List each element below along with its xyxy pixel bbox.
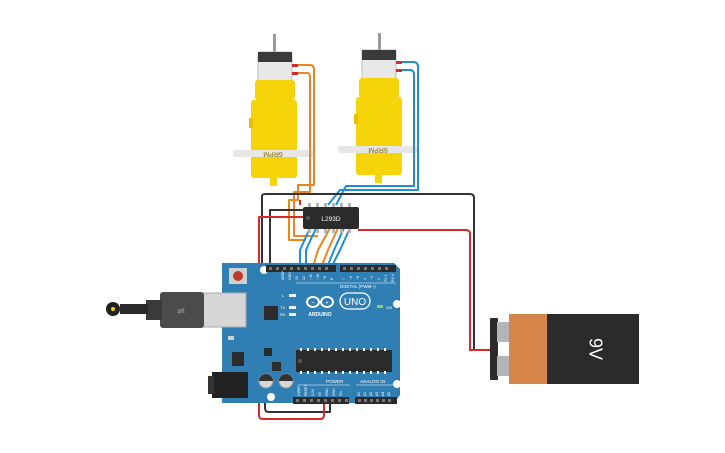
pin-label-gnd-1: GND	[325, 388, 329, 396]
pin-label-gnd-2: GND	[332, 388, 336, 396]
pin-label-11: ~11	[309, 274, 313, 280]
digital-label: DIGITAL (PWM~)	[340, 284, 376, 289]
led-label-l: L	[282, 293, 285, 298]
power-label: POWER	[326, 379, 344, 384]
motor-gearbox-top	[255, 80, 295, 100]
pin-label-13: 13	[295, 276, 299, 280]
voltage-regulator	[232, 352, 244, 366]
battery-terminal-positive	[497, 322, 509, 342]
wire-power[interactable]	[258, 216, 325, 420]
pin-label-5: ~5	[356, 276, 360, 280]
battery-terminal-cap	[490, 318, 498, 380]
pin-label-a5: A5	[387, 392, 391, 396]
wire-orange[interactable]	[293, 72, 318, 237]
pin-label-a0: A0	[357, 392, 361, 396]
battery-terminal-negative	[497, 356, 509, 376]
pin-label-3: ~3	[370, 276, 374, 280]
digital-header-1	[266, 265, 336, 272]
battery-9v[interactable]: 9V	[490, 314, 639, 384]
svg-text:−: −	[311, 301, 315, 307]
motor-label: 6RPM	[368, 146, 388, 153]
motor-gearbox-top	[359, 78, 399, 98]
pin-label-aref: AREF	[281, 270, 285, 280]
motor-cap	[258, 52, 292, 62]
wire-blue[interactable]	[327, 61, 419, 206]
dc-motor-left[interactable]: 6RPM	[233, 34, 313, 186]
pin-label-a4: A4	[381, 392, 385, 396]
on-led	[377, 305, 383, 308]
motor-axle	[338, 146, 418, 153]
arduino-uno-board[interactable]: ⇌ AREF GND 13 12 ~11 ~10 ~9 8	[106, 263, 401, 404]
usb-chip	[264, 306, 278, 320]
wire-ground[interactable]	[261, 193, 490, 351]
power-jack	[212, 372, 248, 398]
usb-port	[201, 292, 247, 328]
analog-label: ANALOG IN	[360, 379, 385, 384]
wire-power[interactable]	[358, 229, 490, 351]
pin-label-10: ~10	[316, 274, 320, 280]
motor-label: 6RPM	[263, 150, 283, 157]
pin-label-a3: A3	[375, 392, 379, 396]
motor-gearbox	[356, 97, 402, 175]
ic-body	[303, 207, 359, 229]
pin-label-reset: RESET	[304, 385, 308, 396]
brand-label: ARDUINO	[308, 312, 331, 318]
dc-motor-right[interactable]: 6RPM	[338, 33, 418, 183]
pin-label-7: 7	[342, 278, 346, 280]
on-label: ON	[386, 305, 392, 310]
pin-label-8: 8	[330, 278, 334, 280]
power-header	[293, 397, 349, 404]
pin-label-12: 12	[302, 276, 306, 280]
pin-label-9: ~9	[323, 276, 327, 280]
pin-label-ioref: IOREF	[297, 386, 301, 396]
atmega-chip	[296, 348, 392, 374]
digital-header-2	[340, 265, 396, 272]
pin-label-6: ~6	[349, 276, 353, 280]
pin-label-5v: 5V	[318, 391, 322, 396]
led-label-tx: TX	[280, 305, 285, 310]
wire-blue[interactable]	[335, 69, 415, 206]
model-label: UNO	[344, 297, 366, 308]
pin-label-4: 4	[363, 278, 367, 280]
motor-shaft	[378, 33, 381, 53]
pin-label-2: 2	[377, 278, 381, 280]
motor-driver-ic[interactable]: L293D	[303, 203, 359, 233]
usb-cable[interactable]: ⇌	[106, 292, 204, 328]
svg-text:+: +	[325, 301, 329, 307]
status-leds: L TX RX	[280, 293, 296, 317]
battery-label: 9V	[585, 338, 605, 360]
usb-icon: ⇌	[177, 306, 185, 316]
pin-label-a2: A2	[369, 392, 373, 396]
battery-body	[547, 314, 639, 384]
motor-axle	[233, 150, 313, 157]
pin-label-rx: RX 0	[391, 274, 395, 282]
led-label-rx: RX	[280, 312, 286, 317]
pin-label-vin: Vin	[339, 391, 343, 396]
battery-label-band	[509, 314, 549, 384]
pin-label-gnd: GND	[288, 272, 292, 280]
ic-label: L293D	[321, 216, 340, 223]
pin-label-tx: TX 1	[384, 274, 388, 282]
arduino-logo: − + ARDUINO UNO	[306, 292, 371, 318]
wire-ground[interactable]	[264, 320, 331, 413]
motor-gearbox	[251, 100, 297, 178]
pin-label-3v3: 3.3V	[311, 388, 315, 396]
motor-shaft	[273, 34, 276, 54]
pin-label-a1: A1	[363, 392, 367, 396]
motor-cap	[362, 50, 396, 60]
wires-motor[interactable]	[288, 61, 419, 241]
wire-orange[interactable]	[288, 64, 315, 241]
